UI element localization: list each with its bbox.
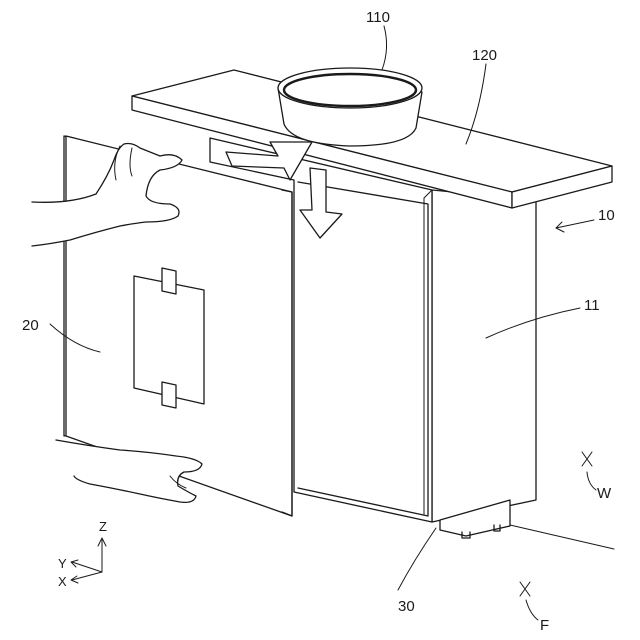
hinge-tab-bottom — [162, 382, 176, 408]
f-marker-cross — [520, 582, 530, 596]
label-11: 11 — [584, 297, 600, 314]
side-panel — [432, 190, 536, 522]
axis-label-x: X — [58, 574, 67, 589]
leader-110 — [382, 26, 387, 70]
leader-30 — [398, 528, 436, 590]
label-30: 30 — [398, 598, 415, 615]
label-f: F — [540, 617, 549, 634]
axis-label-z: Z — [99, 519, 107, 534]
label-10: 10 — [598, 207, 615, 224]
w-marker-cross — [582, 452, 592, 466]
label-110: 110 — [366, 9, 390, 26]
w-marker-curve — [587, 472, 596, 490]
label-120: 120 — [472, 47, 497, 64]
label-w: W — [597, 485, 612, 502]
f-marker-curve — [526, 600, 538, 620]
axis-label-y: Y — [58, 556, 67, 571]
leader-10 — [556, 220, 594, 228]
label-20: 20 — [22, 317, 39, 334]
floor-line — [510, 525, 614, 549]
hinge-tab-top — [162, 268, 176, 294]
wash-bowl — [278, 68, 422, 146]
axis-triad: Z Y X — [58, 519, 107, 589]
